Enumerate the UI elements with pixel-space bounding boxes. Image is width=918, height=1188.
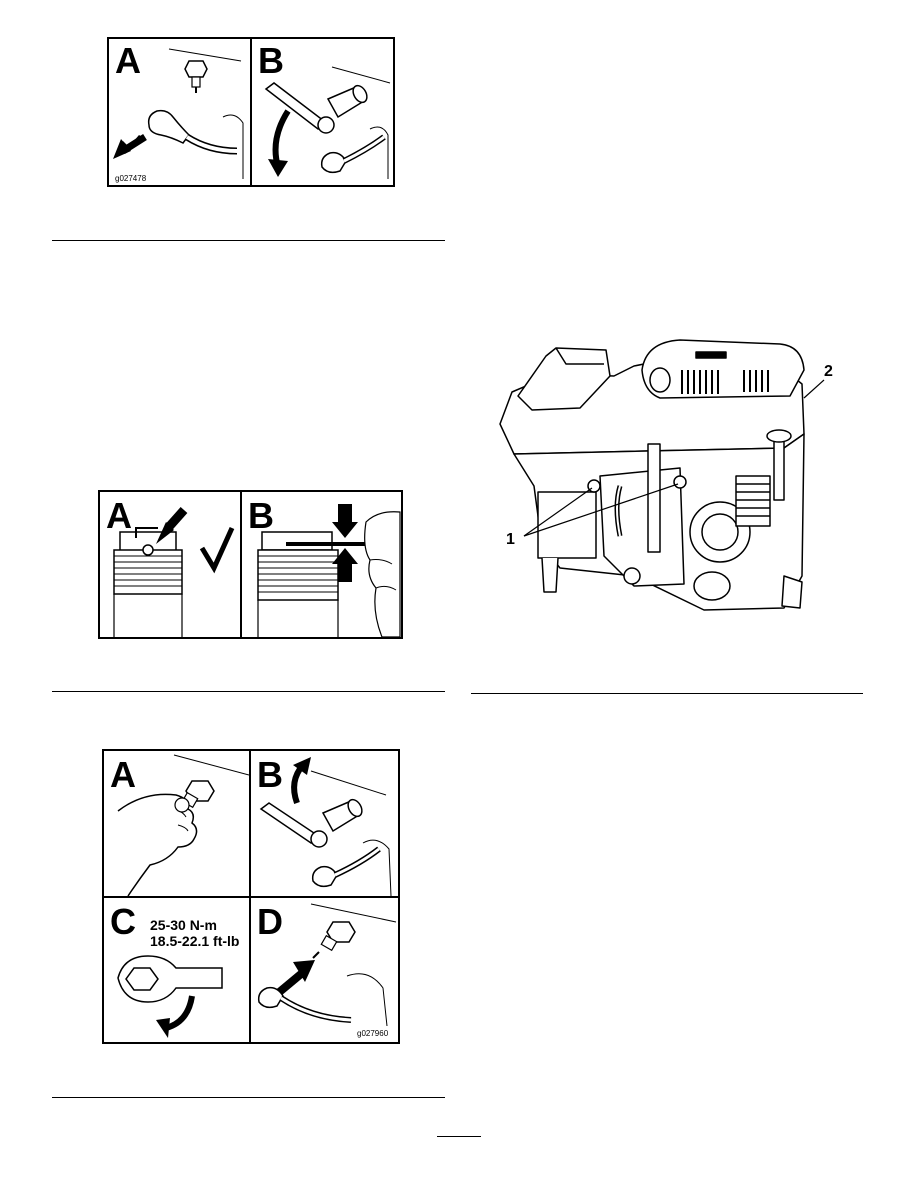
panel-a-label: A [106, 495, 132, 536]
panel-b-measure-gap: B [242, 492, 401, 637]
panel-c-label: C [110, 901, 136, 942]
socket-wrench-tighten-illustration [259, 757, 392, 896]
panel-b-remove-plug: B [252, 39, 393, 185]
panel-a-label: A [110, 754, 136, 795]
panel-a-disconnect-wire: A g027478 [109, 39, 250, 185]
torque-wrench-illustration [117, 955, 223, 1038]
torque-spec-imperial: 18.5-22.1 ft-lb [150, 933, 240, 949]
section-divider [52, 1097, 445, 1098]
panel-b-label: B [258, 40, 284, 81]
spark-plug-inspection-illustration [113, 507, 235, 637]
figure-code: g027478 [115, 174, 147, 183]
section-divider [471, 693, 863, 694]
callout-2: 2 [824, 363, 833, 380]
panel-b-tighten-plug: B [251, 751, 398, 896]
figure-remove-spark-plug: A g027478 B [107, 37, 395, 187]
panel-a-label: A [115, 40, 141, 81]
panel-divider [240, 492, 242, 637]
panel-divider [250, 39, 252, 185]
torque-spec-metric: 25-30 N-m [150, 917, 217, 933]
section-divider [52, 240, 445, 241]
figure-install-spark-plug: A B C 25-30 N-m 18.5-22.1 ft-lb [102, 749, 400, 1044]
gap-measurement-illustration [257, 504, 401, 637]
socket-wrench-illustration [264, 66, 391, 179]
page-number-rule [437, 1136, 481, 1137]
hand-threading-plug-illustration [117, 754, 249, 896]
panel-d-connect-wire: D g027960 [251, 898, 398, 1042]
panel-a-inspect-electrode: A [100, 492, 240, 637]
disconnect-wire-illustration [113, 48, 244, 179]
panel-b-label: B [257, 754, 283, 795]
figure-engine: 1 2 [484, 336, 844, 626]
figure-code: g027960 [357, 1029, 389, 1038]
figure-check-spark-plug: A B [98, 490, 403, 639]
panel-c-torque-plug: C 25-30 N-m 18.5-22.1 ft-lb [104, 898, 249, 1042]
panel-divider-horizontal [104, 896, 398, 898]
reconnect-wire-illustration [257, 903, 397, 1027]
panel-a-thread-plug: A [104, 751, 249, 896]
panel-b-label: B [248, 495, 274, 536]
panel-d-label: D [257, 901, 283, 942]
callout-1: 1 [506, 531, 515, 548]
engine-illustration [499, 339, 825, 611]
section-divider [52, 691, 445, 692]
